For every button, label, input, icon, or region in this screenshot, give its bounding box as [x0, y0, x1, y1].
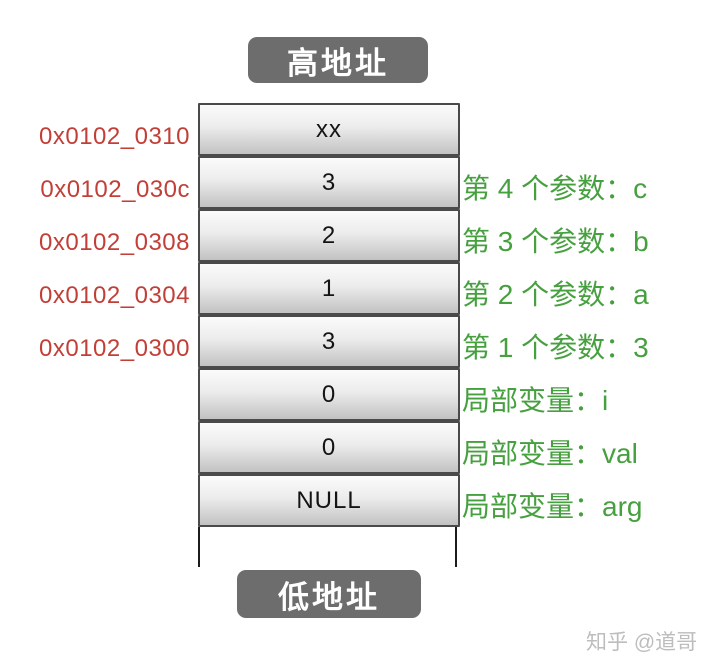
annotation-param-4: 第 4 个参数：c [462, 172, 648, 204]
memory-address: 0x0102_030c [40, 175, 190, 203]
stack-cell: 0 [198, 421, 460, 474]
stack-cell: 2 [198, 209, 460, 262]
stack-cell: 0 [198, 368, 460, 421]
zhihu-watermark: 知乎 @道哥 [586, 631, 698, 654]
memory-address: 0x0102_0308 [39, 228, 190, 256]
stack-cell: 3 [198, 315, 460, 368]
annotation-param-2: 第 2 个参数：a [462, 278, 649, 310]
memory-address: 0x0102_0310 [39, 122, 190, 150]
stack-column: xx 3 2 1 3 0 0 NULL [198, 103, 460, 527]
annotation-param-3: 第 3 个参数：b [462, 225, 649, 257]
stack-continuation-line-left [198, 527, 200, 567]
memory-address: 0x0102_0304 [39, 281, 190, 309]
memory-address: 0x0102_0300 [39, 334, 190, 362]
high-address-label: 高地址 [248, 37, 428, 83]
annotation-local-arg: 局部变量：arg [462, 490, 643, 522]
stack-cell: 3 [198, 156, 460, 209]
annotation-local-val: 局部变量：val [462, 437, 638, 469]
stack-continuation-line-right [455, 527, 457, 567]
stack-cell: NULL [198, 474, 460, 527]
annotation-local-i: 局部变量：i [462, 384, 609, 416]
annotation-param-1: 第 1 个参数：3 [462, 331, 649, 363]
low-address-label: 低地址 [237, 570, 421, 618]
stack-cell: 1 [198, 262, 460, 315]
stack-cell: xx [198, 103, 460, 156]
